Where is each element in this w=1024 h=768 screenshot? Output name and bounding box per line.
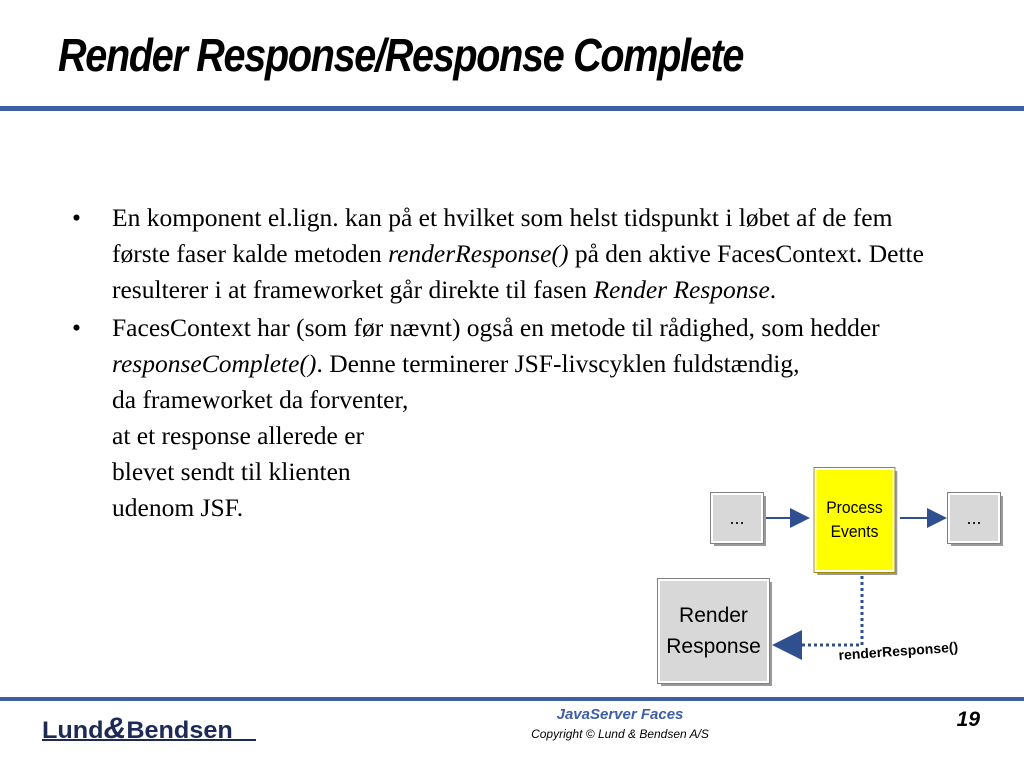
bullet-1-method-name: renderResponse() bbox=[388, 239, 569, 268]
bullet-1-phase-name: Render Response bbox=[593, 275, 770, 304]
bullet-list: • En komponent el.lign. kan på et hvilket… bbox=[72, 200, 972, 526]
bullet-2-method-name: responseComplete() bbox=[112, 349, 317, 378]
bullet-item-2: • FacesContext har (som før nævnt) også e… bbox=[72, 310, 952, 526]
render-response-line-1: Render bbox=[679, 604, 748, 627]
bullet-2-text-start: FacesContext har (som før nævnt) også en… bbox=[112, 313, 880, 342]
slide-title: Render Response/Response Complete bbox=[58, 29, 744, 81]
process-events-line-2: Events bbox=[830, 522, 879, 541]
phase-box-render-response: Render Response bbox=[657, 578, 770, 684]
bullet-1-text-start: En komponent el.lign. kan på et hvilket … bbox=[112, 203, 893, 268]
bullet-1-text-middle: på den aktive FacesContext. Dette result… bbox=[112, 239, 924, 304]
process-events-line-1: Process bbox=[826, 498, 883, 517]
bullet-2-line-2: da frameworket da forventer, bbox=[112, 385, 409, 414]
phase-box-next: ... bbox=[947, 492, 1001, 544]
bullet-1-text-end: . bbox=[769, 275, 777, 304]
footer-copyright: Copyright © Lund & Bendsen A/S bbox=[531, 727, 709, 741]
phase-box-process-events: Process Events bbox=[813, 467, 896, 573]
footer-course-title: JavaServer Faces bbox=[556, 706, 684, 723]
bullet-item-1: • En komponent el.lign. kan på et hvilket… bbox=[72, 200, 952, 308]
phase-box-next-label: ... bbox=[966, 507, 982, 528]
bullet-2-line-3: at et response allerede er bbox=[112, 421, 365, 450]
bullet-2-line-5: udenom JSF. bbox=[112, 493, 244, 522]
render-response-line-2: Response bbox=[666, 635, 761, 658]
bullet-2-line-4: blevet sendt til klienten bbox=[112, 457, 351, 486]
phase-box-previous-label: ... bbox=[729, 507, 745, 528]
logo-ampersand: & bbox=[103, 712, 127, 745]
page-number: 19 bbox=[956, 708, 980, 731]
title-divider bbox=[0, 106, 1024, 111]
bullet-marker: • bbox=[72, 203, 81, 232]
bullet-marker: • bbox=[72, 313, 81, 342]
dotted-arrow-to-render-response bbox=[772, 576, 864, 660]
footer-divider bbox=[0, 697, 1024, 701]
logo-underline bbox=[42, 739, 256, 741]
bullet-2-text-middle: . Denne terminerer JSF-livscyklen fuldst… bbox=[316, 349, 800, 378]
phase-box-previous: ... bbox=[710, 492, 764, 544]
